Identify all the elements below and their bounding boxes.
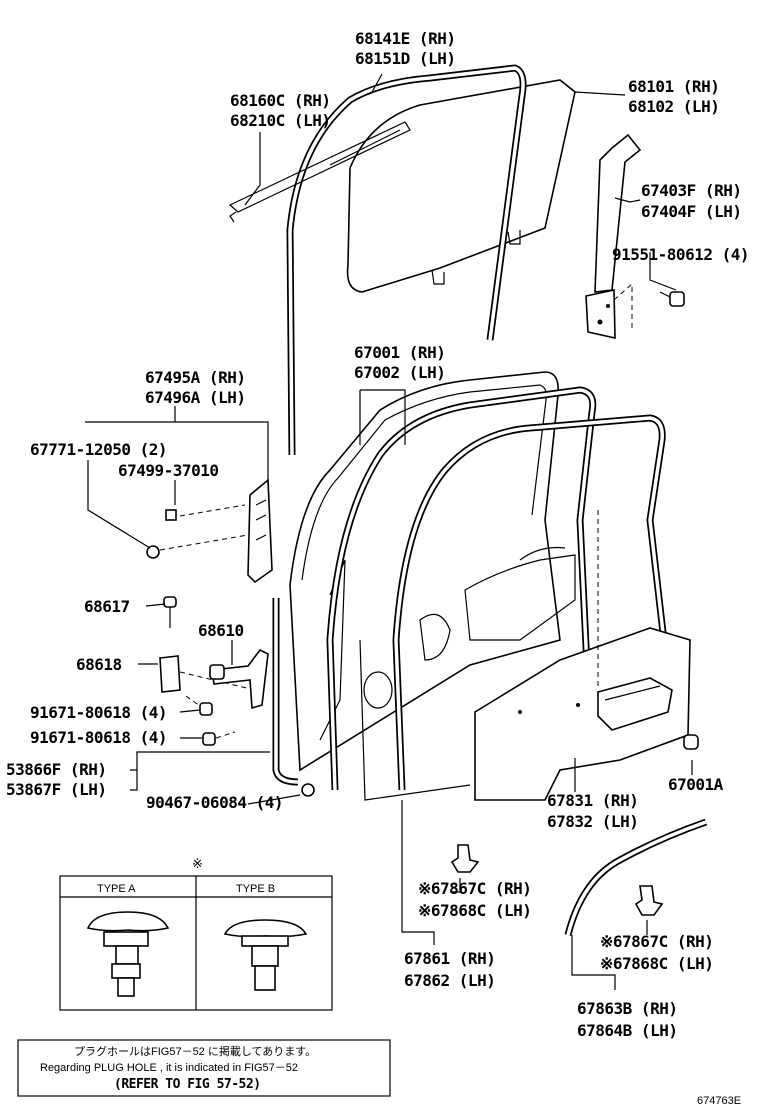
- label-67868c-upper: ※67868C (LH): [418, 901, 531, 920]
- type-b-label: TYPE B: [236, 883, 275, 895]
- label-67864b: 67864B (LH): [577, 1021, 677, 1040]
- clip-type-table: ※ TYPE A TYPE B: [59, 856, 333, 1011]
- clip-90467: [301, 783, 315, 797]
- label-67867c-lower: ※67867C (RH): [600, 932, 713, 951]
- label-67001a: 67001A: [668, 775, 724, 794]
- label-67403f: 67403F (RH): [641, 181, 741, 200]
- label-67002: 67002 (LH): [354, 363, 445, 382]
- label-68141e: 68141E (RH): [355, 29, 455, 48]
- clip-67001a: [683, 734, 699, 750]
- label-67499: 67499-37010: [118, 461, 218, 480]
- label-68151d: 68151D (LH): [355, 49, 455, 68]
- label-68610: 68610: [198, 621, 244, 640]
- type-table-mark: ※: [192, 856, 203, 871]
- door-seal: [272, 598, 299, 786]
- label-68617: 68617: [84, 597, 130, 616]
- label-67771: 67771-12050 (2): [30, 440, 167, 459]
- label-67001: 67001 (RH): [354, 343, 445, 362]
- label-67868c-lower: ※67868C (LH): [600, 954, 713, 973]
- note-line-ref: (REFER TO FIG 57-52): [114, 1077, 261, 1092]
- leader-lines: [85, 73, 693, 990]
- inner-glass-run: [228, 121, 411, 223]
- label-67495a: 67495A (RH): [145, 368, 245, 387]
- door-weatherstrip: [326, 386, 669, 791]
- plug-hole-note: プラグホールはFIG57－52 に掲載してあります。 Regarding PLU…: [17, 1039, 391, 1097]
- label-68160c: 68160C (RH): [230, 91, 330, 110]
- label-91551: 91551-80612 (4): [612, 245, 749, 264]
- door-glass: [346, 79, 576, 293]
- lock-screws: [146, 504, 249, 559]
- label-67832: 67832 (LH): [547, 812, 638, 831]
- door-lock: [247, 478, 273, 584]
- label-67861: 67861 (RH): [404, 949, 495, 968]
- label-91671-b: 91671-80618 (4): [30, 728, 167, 747]
- bolt-91551: [659, 291, 685, 307]
- clip-67867-upper: [450, 844, 480, 873]
- label-67867c-upper: ※67867C (RH): [418, 879, 531, 898]
- bracket-68618: [159, 655, 256, 693]
- type-a-label: TYPE A: [97, 883, 136, 895]
- type-a-clip-icon: [86, 911, 170, 997]
- trim-cover: [474, 510, 691, 801]
- label-67862: 67862 (LH): [404, 971, 495, 990]
- weatherstrip-67863: [564, 818, 708, 936]
- label-67831: 67831 (RH): [547, 791, 638, 810]
- rear-channel: [585, 133, 642, 340]
- note-line-jp: プラグホールはFIG57－52 に掲載してあります。: [74, 1044, 316, 1058]
- part-labels: 68141E (RH) 68151D (LH) 68160C (RH) 6821…: [6, 29, 750, 1040]
- note-line-en: Regarding PLUG HOLE , it is indicated in…: [40, 1062, 298, 1074]
- figure-id: 674763E: [697, 1095, 741, 1107]
- label-68101: 68101 (RH): [628, 77, 719, 96]
- label-53866f: 53866F (RH): [6, 760, 106, 779]
- bolts-91671: [185, 695, 236, 746]
- glass-run: [286, 64, 527, 456]
- check-68610: [209, 648, 269, 710]
- type-b-clip-icon: [223, 919, 308, 991]
- label-68102: 68102 (LH): [628, 97, 719, 116]
- inner-panel: [359, 546, 576, 801]
- pin-68617: [163, 596, 177, 628]
- label-67404f: 67404F (LH): [641, 202, 741, 221]
- label-90467: 90467-06084 (4): [146, 793, 283, 812]
- label-68618: 68618: [76, 655, 122, 674]
- label-67496a: 67496A (LH): [145, 388, 245, 407]
- label-68210c: 68210C (LH): [230, 111, 330, 130]
- clip-67867-lower: [634, 885, 664, 916]
- label-91671-a: 91671-80618 (4): [30, 703, 167, 722]
- label-67863b: 67863B (RH): [577, 999, 677, 1018]
- label-53867f: 53867F (LH): [6, 780, 106, 799]
